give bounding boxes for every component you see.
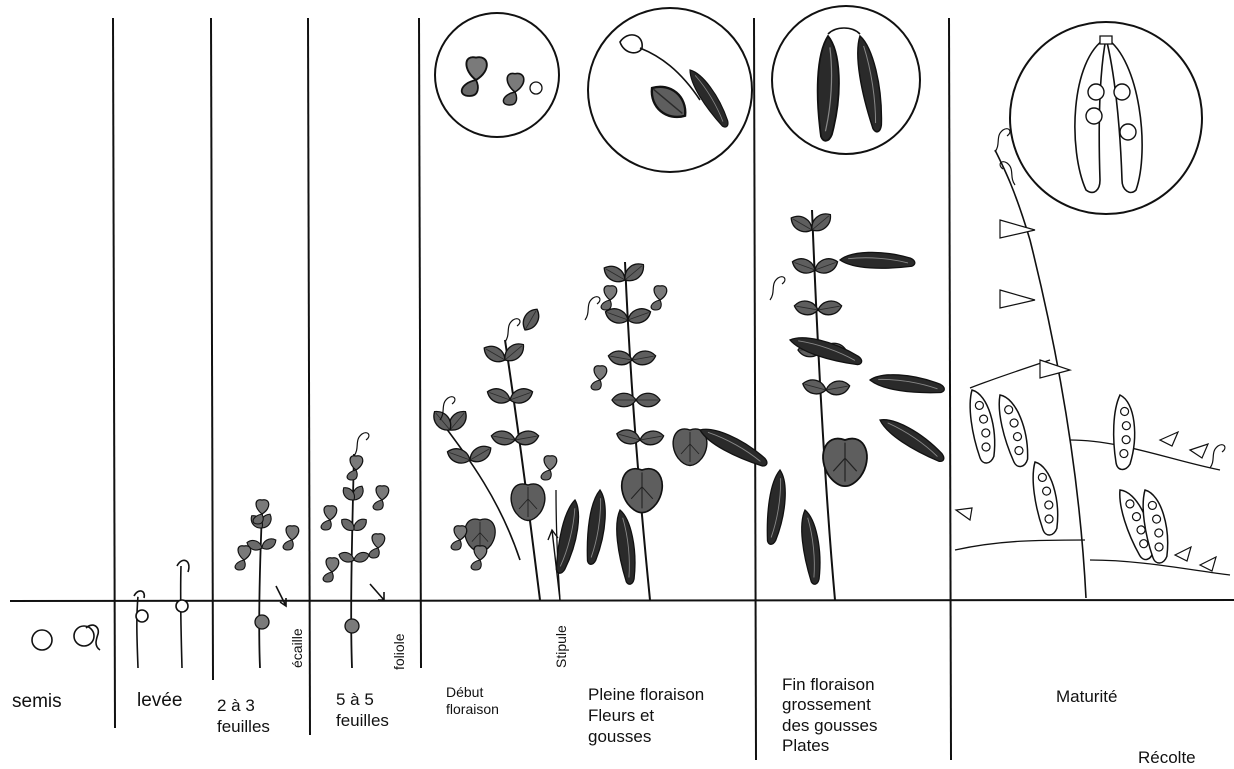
stage-label-debut-floraison: Débutfloraison xyxy=(446,684,499,718)
stage-label-semis: semis xyxy=(12,690,62,713)
annotation-ecaille: écaille xyxy=(289,628,305,668)
detail-circle-maturite xyxy=(1010,22,1202,214)
stage-debut-floraison-plant xyxy=(429,306,560,600)
stage-label-5a5-feuilles: 5 à 5feuilles xyxy=(336,690,389,731)
stage-pleine-floraison-plant xyxy=(551,259,771,600)
detail-circle-debut-floraison xyxy=(435,13,559,137)
annotation-foliole: foliole xyxy=(391,633,407,670)
stage-semis-seeds xyxy=(32,625,100,650)
stage-5a5-plant xyxy=(321,433,389,668)
stage-label-maturite: Maturité xyxy=(1056,687,1117,708)
stage-label-2a3-feuilles: 2 à 3feuilles xyxy=(217,696,270,737)
annotation-stipule: Stipule xyxy=(553,625,569,668)
stage-label-levee: levée xyxy=(137,689,182,712)
annotation-recolte: Récolte xyxy=(1138,748,1196,769)
stage-label-fin-floraison: Fin floraisongrossementdes goussesPlates xyxy=(782,675,877,757)
detail-circle-pleine-floraison xyxy=(588,8,752,172)
stage-label-pleine-floraison: Pleine floraisonFleurs etgousses xyxy=(588,684,704,746)
ground-line xyxy=(10,600,1234,601)
stage-levee-seedlings xyxy=(134,560,189,668)
stage-fin-floraison-plant xyxy=(762,209,948,600)
detail-circle-fin-floraison xyxy=(772,6,920,154)
